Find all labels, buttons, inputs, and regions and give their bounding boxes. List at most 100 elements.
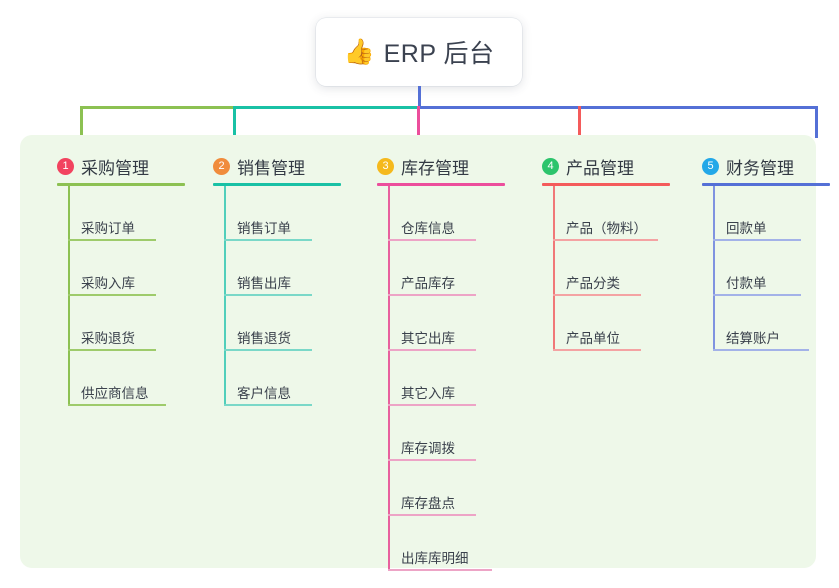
list-item-label: 产品单位 — [566, 331, 620, 346]
column-spine-3 — [388, 186, 390, 571]
list-item-rule — [224, 239, 312, 241]
column-rule-2 — [213, 183, 341, 186]
bus-drop-col-2 — [233, 106, 236, 138]
list-item-label: 库存盘点 — [401, 496, 455, 511]
list-item-rule — [68, 404, 166, 406]
list-item-rule — [713, 294, 801, 296]
column-product: 4 产品管理 产品（物料） 产品分类 产品单位 — [525, 149, 685, 351]
list-item[interactable]: 采购入库 — [68, 241, 200, 296]
column-title-4: 产品管理 — [566, 158, 634, 178]
list-item-rule — [388, 404, 476, 406]
column-header-5[interactable]: 5 财务管理 — [685, 149, 839, 183]
column-badge-4: 4 — [542, 157, 559, 175]
list-item-label: 销售订单 — [237, 221, 291, 236]
list-item-rule — [553, 349, 641, 351]
list-item-rule — [553, 294, 641, 296]
bus-segment-3 — [418, 106, 818, 109]
column-rule-4 — [542, 183, 670, 186]
list-item-rule — [68, 294, 156, 296]
list-item-rule — [224, 349, 312, 351]
list-item-label: 其它入库 — [401, 386, 455, 401]
list-item[interactable]: 出库库明细 — [388, 516, 520, 571]
column-finance: 5 财务管理 回款单 付款单 结算账户 — [685, 149, 839, 351]
column-badge-2: 2 — [213, 157, 230, 175]
list-item[interactable]: 库存盘点 — [388, 461, 520, 516]
list-item-rule — [388, 239, 476, 241]
list-item-rule — [388, 294, 476, 296]
bus-drop-col-5 — [815, 106, 818, 138]
list-item-label: 其它出库 — [401, 331, 455, 346]
column-badge-3: 3 — [377, 157, 394, 175]
list-item[interactable]: 库存调拨 — [388, 406, 520, 461]
column-title-3: 库存管理 — [401, 158, 469, 178]
columns-panel: 1 采购管理 采购订单 采购入库 采购退货 供应商信 — [20, 135, 830, 571]
column-children-5: 回款单 付款单 结算账户 — [713, 186, 839, 351]
list-item-rule — [388, 569, 492, 571]
list-item-label: 出库库明细 — [401, 551, 469, 566]
list-item-label: 库存调拨 — [401, 441, 455, 456]
list-item[interactable]: 仓库信息 — [388, 186, 520, 241]
list-item-label: 产品分类 — [566, 276, 620, 291]
list-item-rule — [388, 459, 476, 461]
list-item-label: 仓库信息 — [401, 221, 455, 236]
list-item-label: 采购订单 — [81, 221, 135, 236]
list-item-rule — [224, 404, 312, 406]
bus-drop-col-1 — [80, 106, 83, 138]
root-node-title: ERP 后台 — [383, 40, 495, 68]
list-item-rule — [713, 349, 809, 351]
list-item[interactable]: 产品分类 — [553, 241, 685, 296]
list-item-rule — [68, 239, 156, 241]
list-item-label: 供应商信息 — [81, 386, 149, 401]
list-item-rule — [224, 294, 312, 296]
column-rule-1 — [57, 183, 185, 186]
list-item-label: 产品库存 — [401, 276, 455, 291]
column-header-3[interactable]: 3 库存管理 — [360, 149, 520, 183]
root-node-erp-backend[interactable]: 👍 ERP 后台 — [316, 18, 522, 86]
column-children-4: 产品（物料） 产品分类 产品单位 — [553, 186, 685, 351]
bus-drop-col-4 — [578, 106, 581, 138]
list-item[interactable]: 采购订单 — [68, 186, 200, 241]
list-item[interactable]: 销售退货 — [224, 296, 356, 351]
list-item[interactable]: 采购退货 — [68, 296, 200, 351]
list-item[interactable]: 客户信息 — [224, 351, 356, 406]
list-item[interactable]: 付款单 — [713, 241, 839, 296]
list-item-label: 产品（物料） — [566, 221, 647, 236]
list-item-rule — [68, 349, 156, 351]
list-item[interactable]: 其它出库 — [388, 296, 520, 351]
list-item[interactable]: 产品单位 — [553, 296, 685, 351]
column-title-2: 销售管理 — [237, 158, 305, 178]
column-procurement: 1 采购管理 采购订单 采购入库 采购退货 供应商信 — [40, 149, 200, 406]
list-item[interactable]: 其它入库 — [388, 351, 520, 406]
list-item[interactable]: 产品库存 — [388, 241, 520, 296]
list-item-label: 采购退货 — [81, 331, 135, 346]
column-sales: 2 销售管理 销售订单 销售出库 销售退货 客户信息 — [196, 149, 356, 406]
list-item[interactable]: 销售出库 — [224, 241, 356, 296]
column-header-1[interactable]: 1 采购管理 — [40, 149, 200, 183]
column-rule-3 — [377, 183, 505, 186]
list-item-label: 回款单 — [726, 221, 767, 236]
column-title-5: 财务管理 — [726, 158, 794, 178]
list-item[interactable]: 供应商信息 — [68, 351, 200, 406]
list-item[interactable]: 回款单 — [713, 186, 839, 241]
column-spine-2 — [224, 186, 226, 406]
column-header-2[interactable]: 2 销售管理 — [196, 149, 356, 183]
list-item[interactable]: 结算账户 — [713, 296, 839, 351]
column-spine-4 — [553, 186, 555, 351]
column-title-1: 采购管理 — [81, 158, 149, 178]
root-stem-connector — [418, 86, 421, 106]
column-spine-1 — [68, 186, 70, 406]
column-rule-5 — [702, 183, 830, 186]
list-item-label: 付款单 — [726, 276, 767, 291]
list-item[interactable]: 销售订单 — [224, 186, 356, 241]
column-badge-5: 5 — [702, 157, 719, 175]
list-item-label: 客户信息 — [237, 386, 291, 401]
list-item-rule — [388, 514, 476, 516]
column-spine-5 — [713, 186, 715, 351]
bus-segment-1 — [80, 106, 235, 109]
list-item[interactable]: 产品（物料） — [553, 186, 685, 241]
column-header-4[interactable]: 4 产品管理 — [525, 149, 685, 183]
list-item-label: 销售退货 — [237, 331, 291, 346]
bus-segment-2 — [235, 106, 418, 109]
list-item-rule — [553, 239, 658, 241]
